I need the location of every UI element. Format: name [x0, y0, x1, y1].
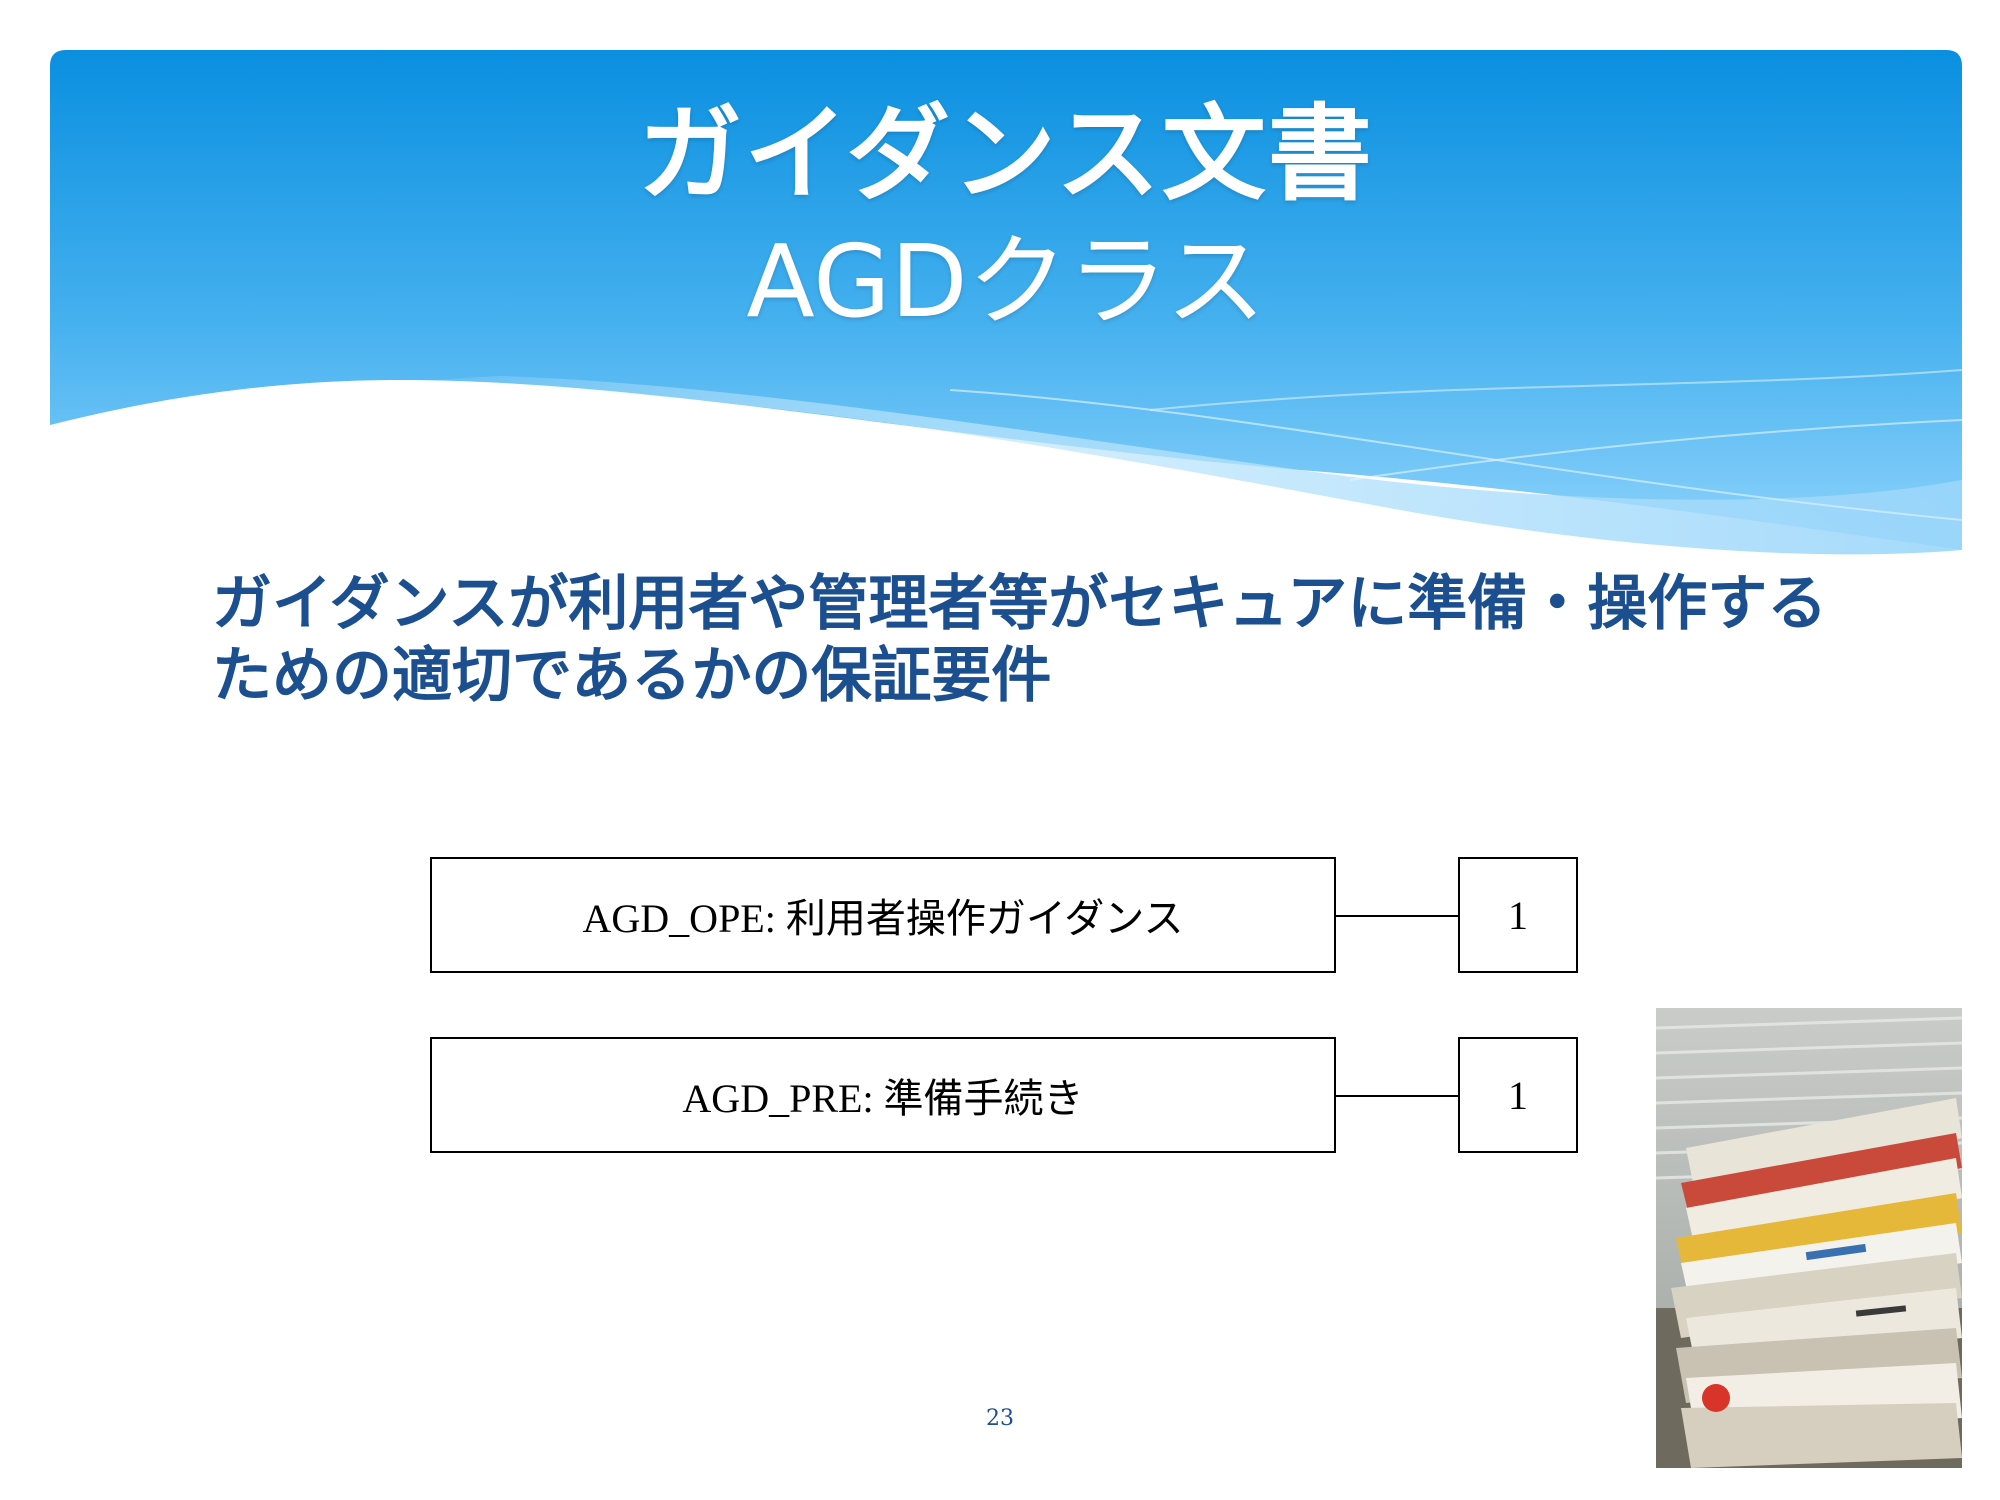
- component-label: AGD_OPE: 利用者操作ガイダンス: [582, 896, 1184, 941]
- page-number: 23: [986, 1406, 1014, 1431]
- slide-title-line2: AGDクラス: [746, 223, 1266, 340]
- level-box-agd-pre: 1: [1458, 1037, 1578, 1153]
- component-label: AGD_PRE: 準備手続き: [682, 1076, 1084, 1121]
- stack-of-papers-photo: [1656, 1008, 1962, 1468]
- level-value: 1: [1508, 892, 1528, 938]
- component-box-agd-pre: AGD_PRE: 準備手続き: [430, 1037, 1336, 1153]
- slide-subtitle: ガイダンスが利用者や管理者等がセキュアに準備・操作するための適切であるかの保証要…: [212, 569, 1828, 711]
- header-banner: [50, 50, 1962, 570]
- slide-title-line1: ガイダンス文書: [638, 92, 1374, 215]
- connector-line: [1336, 915, 1458, 917]
- level-box-agd-ope: 1: [1458, 857, 1578, 973]
- level-value: 1: [1508, 1072, 1528, 1118]
- connector-line: [1336, 1095, 1458, 1097]
- component-box-agd-ope: AGD_OPE: 利用者操作ガイダンス: [430, 857, 1336, 973]
